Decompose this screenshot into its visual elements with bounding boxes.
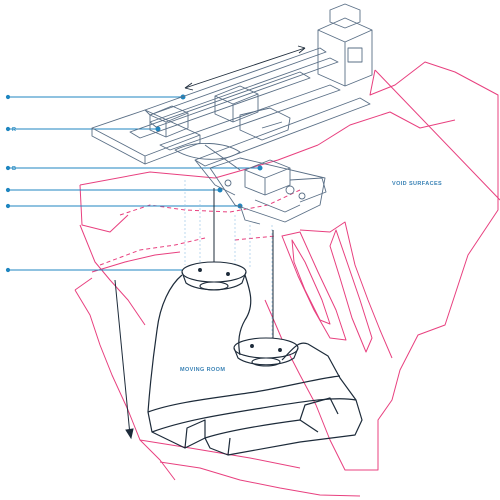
callout-leaders <box>5 94 263 273</box>
callout-dot-2 <box>155 126 161 132</box>
platform-upper <box>181 261 247 291</box>
moving-room-label: MOVING ROOM <box>180 367 225 373</box>
projection-lines <box>184 180 273 345</box>
motor-block-icon <box>347 47 363 63</box>
callout-fragment-2: B <box>12 166 16 172</box>
void-surfaces <box>74 61 500 497</box>
moving-room <box>147 274 363 456</box>
gantry-machine <box>91 3 373 225</box>
void-surfaces-label: VOID SURFACES <box>392 181 442 187</box>
callout-fragment-1: R <box>12 127 16 133</box>
platform-lower <box>233 337 299 367</box>
callout-dot-3 <box>257 165 263 171</box>
